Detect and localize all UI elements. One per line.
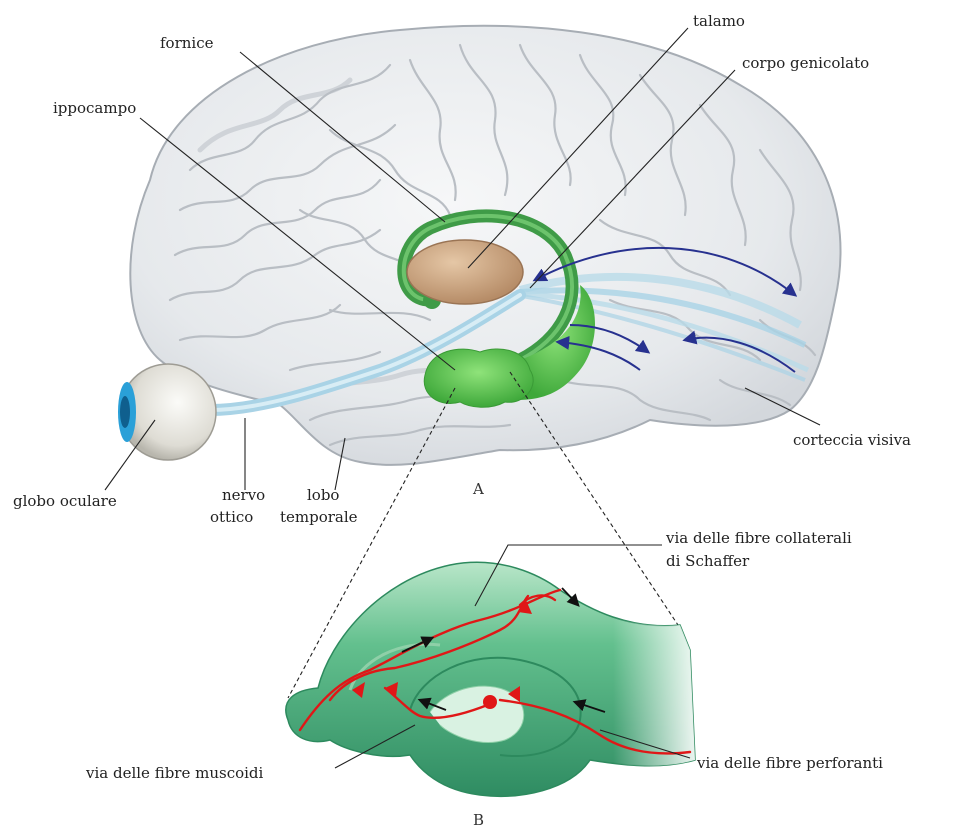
label-corteccia-visiva: corteccia visiva <box>793 431 911 449</box>
label-nervo: nervo <box>222 486 265 504</box>
panel-letter-b: B <box>473 811 484 829</box>
label-fibre-muscoidi: via delle fibre muscoidi <box>85 764 264 782</box>
label-di-schaffer: di Schaffer <box>666 552 750 570</box>
label-ottico: ottico <box>210 508 253 526</box>
label-talamo: talamo <box>693 12 745 30</box>
label-lobo: lobo <box>307 486 339 504</box>
eyeball-illustration <box>118 364 216 460</box>
brain-illustration <box>118 26 841 465</box>
label-fornice: fornice <box>160 34 214 52</box>
label-corpo-genicolato: corpo genicolato <box>742 54 869 72</box>
panel-letter-a: A <box>472 480 484 498</box>
label-ippocampo: ippocampo <box>53 99 136 117</box>
thalamus <box>407 240 523 304</box>
label-fibre-perforanti: via delle fibre perforanti <box>696 754 883 772</box>
label-fibre-collaterali: via delle fibre collaterali <box>665 529 852 547</box>
label-globo-oculare: globo oculare <box>13 492 117 510</box>
label-temporale: temporale <box>280 508 358 526</box>
